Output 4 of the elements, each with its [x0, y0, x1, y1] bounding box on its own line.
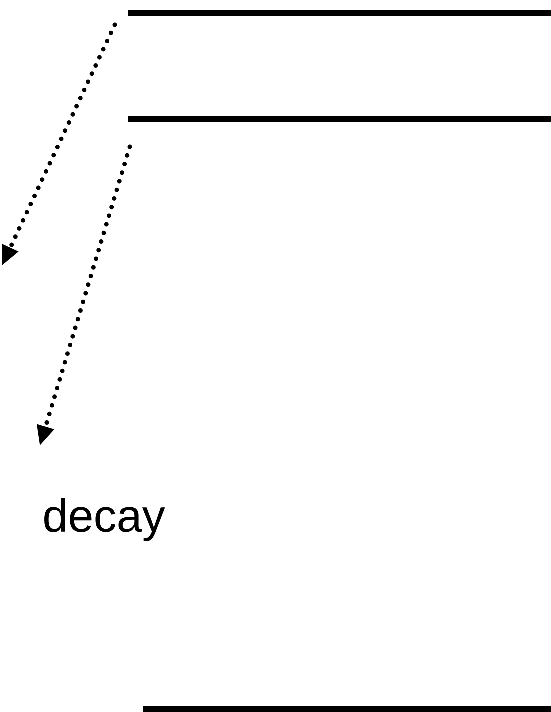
decay-label: decay [44, 498, 166, 542]
energy-level [128, 10, 551, 16]
energy-level [128, 116, 551, 122]
energy-level [143, 706, 551, 712]
